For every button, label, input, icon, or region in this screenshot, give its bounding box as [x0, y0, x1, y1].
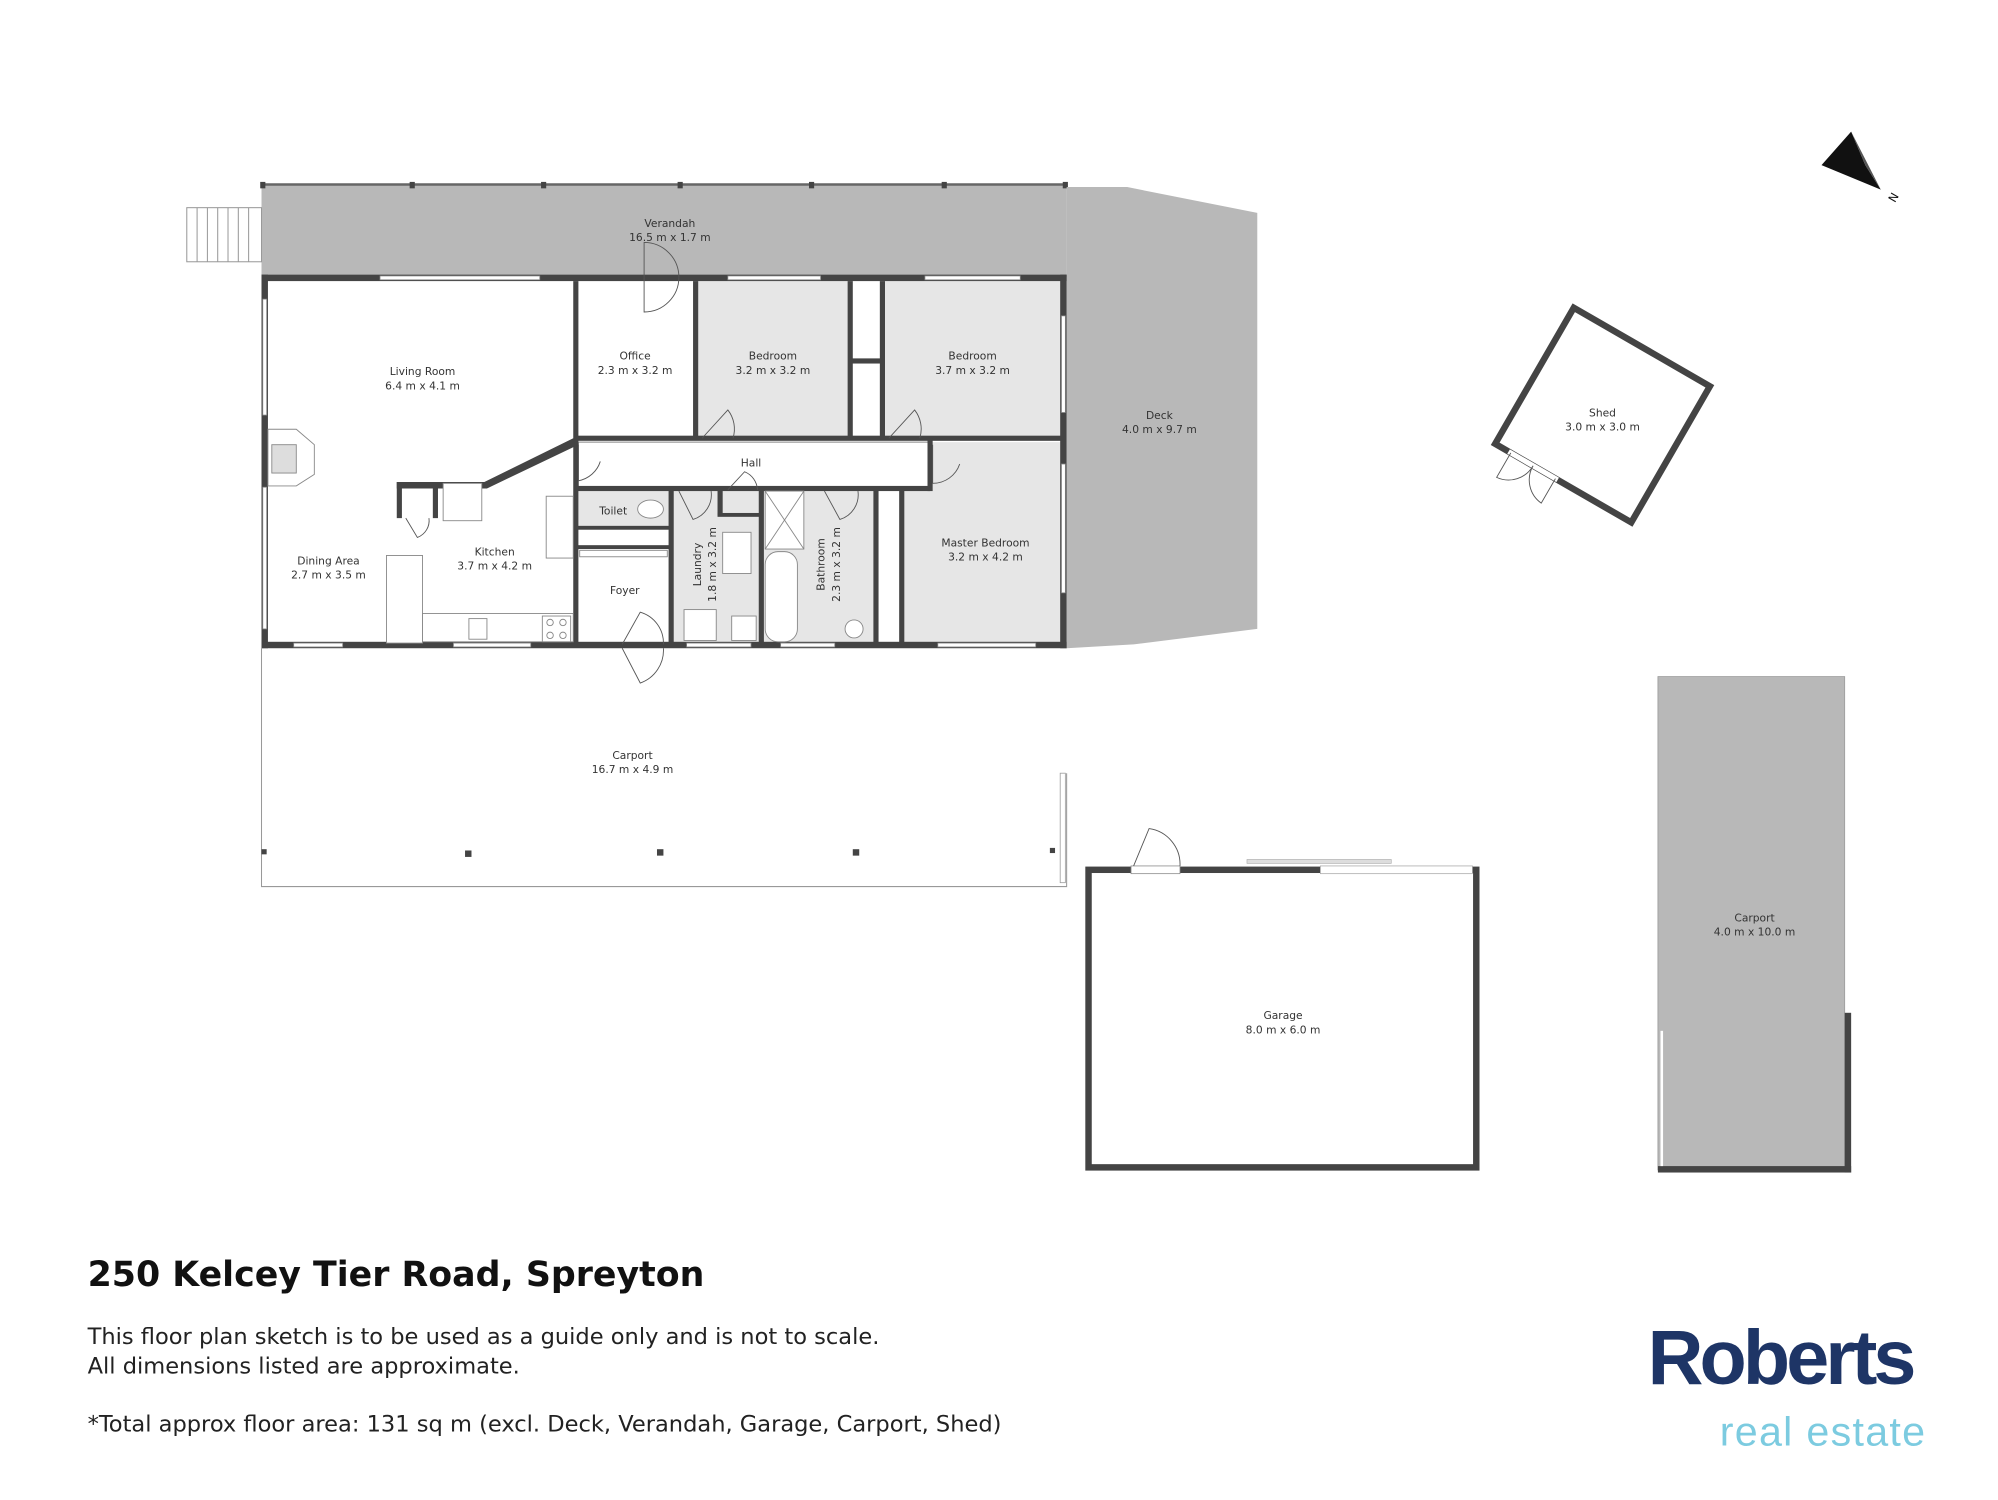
- roberts-logo: Roberts real estate: [1648, 1315, 1927, 1455]
- doors: [405, 241, 961, 684]
- hall-name: Hall: [741, 457, 762, 470]
- bedroom2-size: 3.7 m x 3.2 m: [935, 364, 1010, 377]
- deck-name: Deck: [1146, 409, 1174, 422]
- laundry-size: 1.8 m x 3.2 m: [706, 527, 719, 602]
- carport1-name: Carport: [612, 749, 652, 762]
- north-compass-icon: N: [1821, 131, 1902, 205]
- shed: [1490, 303, 1715, 527]
- living-name: Living Room: [390, 365, 456, 378]
- carport2-name: Carport: [1734, 911, 1774, 924]
- deck-size: 4.0 m x 9.7 m: [1122, 423, 1197, 436]
- verandah-name: Verandah: [644, 217, 695, 230]
- office-size: 2.3 m x 3.2 m: [598, 364, 673, 377]
- walls: [261, 274, 1067, 649]
- bathroom-name: Bathroom: [814, 538, 827, 591]
- bedroom1-name: Bedroom: [749, 350, 797, 363]
- garage: Garage 8.0 m x 6.0 m: [1085, 828, 1480, 1171]
- shed-name: Shed: [1589, 406, 1616, 419]
- verandah-area: [261, 184, 1067, 278]
- north-label: N: [1885, 190, 1901, 205]
- garage-size: 8.0 m x 6.0 m: [1246, 1023, 1321, 1036]
- bedroom1-floor: [695, 281, 851, 439]
- dining-name: Dining Area: [297, 554, 360, 567]
- property-address: 250 Kelcey Tier Road, Spreyton: [88, 1255, 705, 1295]
- master-name: Master Bedroom: [941, 536, 1029, 549]
- logo-sub-text: real estate: [1720, 1409, 1927, 1455]
- living-size: 6.4 m x 4.1 m: [385, 379, 460, 392]
- office-name: Office: [619, 350, 650, 363]
- dining-size: 2.7 m x 3.5 m: [291, 569, 366, 582]
- bedroom2-name: Bedroom: [948, 350, 996, 363]
- master-size: 3.2 m x 4.2 m: [948, 551, 1023, 564]
- carport2: Carport 4.0 m x 10.0 m: [1657, 676, 1852, 1173]
- deck-area: [1066, 187, 1258, 649]
- floor-area-note: *Total approx floor area: 131 sq m (excl…: [88, 1411, 1002, 1437]
- logo-main-text: Roberts: [1648, 1315, 1914, 1401]
- fixtures: [267, 428, 864, 644]
- laundry-name: Laundry: [691, 543, 704, 587]
- carport1-size: 16.7 m x 4.9 m: [592, 763, 674, 776]
- bedroom1-size: 3.2 m x 3.2 m: [736, 364, 811, 377]
- kitchen-name: Kitchen: [475, 545, 515, 558]
- kitchen-size: 3.7 m x 4.2 m: [457, 560, 532, 573]
- toilet-name: Toilet: [598, 504, 627, 517]
- bathroom-size: 2.3 m x 3.2 m: [830, 527, 843, 602]
- garage-name: Garage: [1263, 1009, 1302, 1022]
- verandah-size: 16.5 m x 1.7 m: [629, 231, 711, 244]
- shed-size: 3.0 m x 3.0 m: [1565, 421, 1640, 434]
- carport2-size: 4.0 m x 10.0 m: [1714, 926, 1796, 939]
- foyer-name: Foyer: [610, 584, 640, 597]
- disclaimer-line-1: This floor plan sketch is to be used as …: [87, 1324, 880, 1350]
- steps: [186, 207, 263, 263]
- carport1: Carport 16.7 m x 4.9 m: [260, 648, 1068, 888]
- disclaimer-line-2: All dimensions listed are approximate.: [88, 1353, 520, 1379]
